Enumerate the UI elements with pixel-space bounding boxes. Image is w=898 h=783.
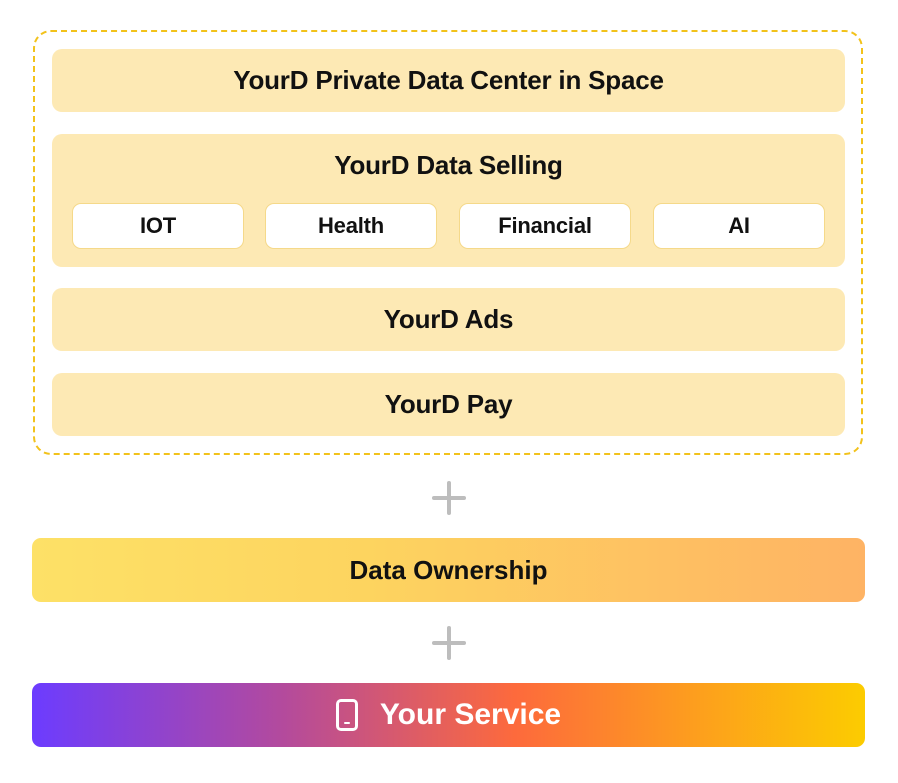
category-chip-label: AI — [728, 213, 750, 238]
plus-icon — [432, 626, 466, 660]
category-chip-label: IOT — [139, 213, 177, 238]
category-chip-financial: Financial — [459, 203, 631, 249]
plus-icon — [432, 481, 466, 515]
your-service-bar: Your Service — [32, 683, 865, 747]
data-ownership-label: Data Ownership — [349, 554, 548, 585]
phone-icon — [335, 699, 358, 731]
category-chip-label: Financial — [498, 213, 592, 238]
your-service-label: Your Service — [379, 698, 562, 731]
data-selling-card: YourD Data Selling IOT Health Financial … — [52, 134, 845, 267]
pay-label: YourD Pay — [384, 389, 513, 419]
data-ownership-bar: Data Ownership — [32, 538, 865, 602]
category-chip-iot: IOT — [72, 203, 244, 249]
data-center-card: YourD Private Data Center in Space — [52, 49, 845, 112]
category-chip-ai: AI — [653, 203, 825, 249]
ads-card: YourD Ads — [52, 288, 845, 351]
ads-label: YourD Ads — [383, 304, 514, 334]
category-chip-label: Health — [317, 213, 385, 238]
pay-card: YourD Pay — [52, 373, 845, 436]
data-center-label: YourD Private Data Center in Space — [233, 65, 664, 95]
data-selling-title: YourD Data Selling — [334, 150, 563, 180]
yourd-products-group-frame — [33, 30, 863, 455]
category-chip-health: Health — [265, 203, 437, 249]
